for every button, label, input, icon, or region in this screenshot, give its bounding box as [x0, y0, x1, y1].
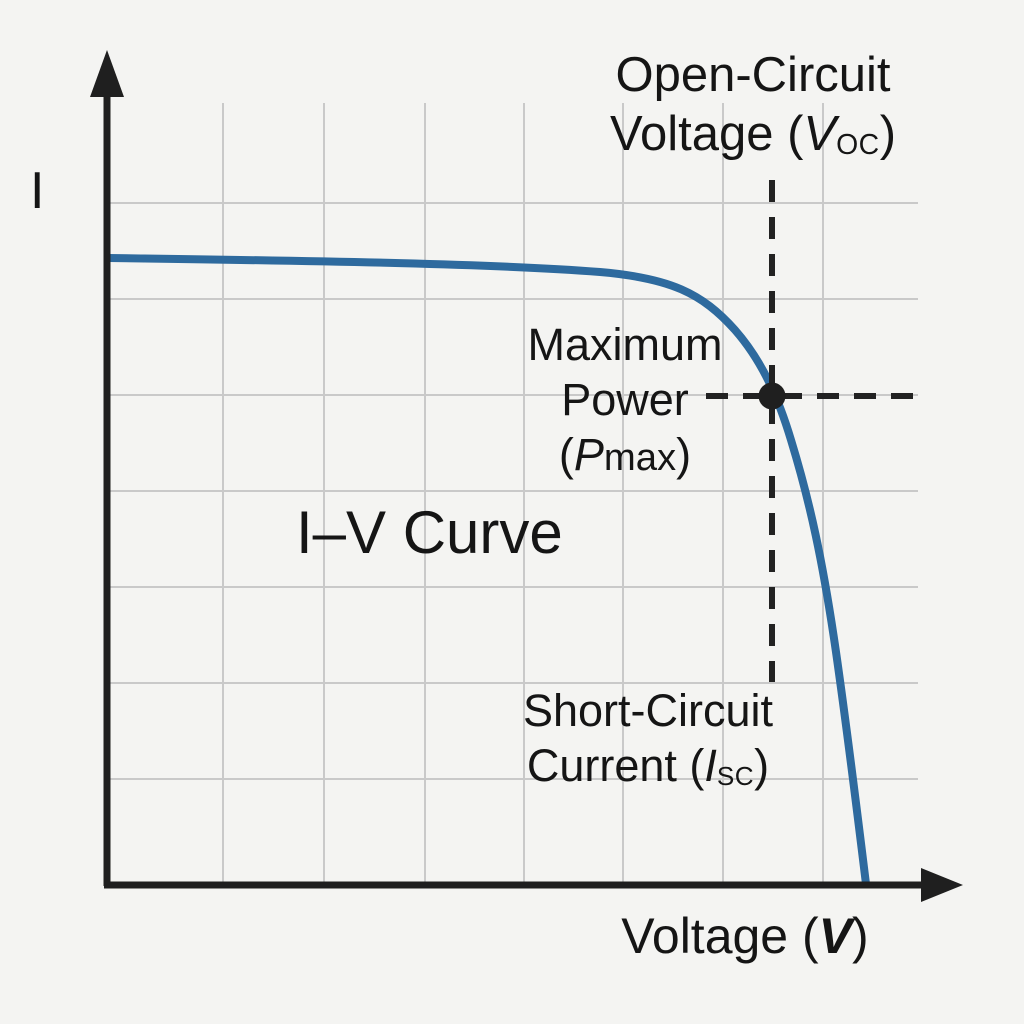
x-axis-arrowhead-icon	[921, 868, 963, 902]
isc-subscript: SC	[716, 761, 755, 792]
voc-suffix: )	[879, 106, 897, 161]
max-power-point-marker	[758, 382, 786, 410]
pmax-suffix-text: max	[603, 435, 677, 479]
x-axis-label: Voltage (V)	[595, 906, 895, 967]
open-circuit-voltage-line2: Voltage (VOC)	[553, 105, 953, 164]
maximum-power-line2: Power	[561, 373, 689, 425]
isc-prefix: Current (	[526, 739, 705, 791]
voc-prefix: Voltage (	[609, 106, 804, 161]
pmax-symbol: P	[573, 428, 604, 480]
iv-curve-line	[105, 254, 870, 888]
grid-lines	[109, 103, 918, 883]
maximum-power-line1: Maximum	[527, 319, 723, 370]
maximum-power-label: Maximum Power (Pmax)	[465, 318, 785, 483]
short-circuit-line2: Current (ISC)	[468, 739, 828, 794]
curve-title-label: I–V Curve	[296, 499, 563, 566]
short-circuit-line1: Short-Circuit	[522, 685, 774, 736]
pmax-close-paren: )	[676, 428, 692, 480]
x-axis-label-suffix: )	[852, 908, 869, 964]
isc-symbol: I	[704, 739, 717, 791]
x-axis-label-prefix: Voltage (	[621, 908, 819, 964]
open-circuit-voltage-label: Open-Circuit Voltage (VOC)	[553, 46, 953, 164]
pmax-open-paren: (	[558, 428, 574, 480]
y-axis-arrowhead-icon	[90, 50, 124, 97]
short-circuit-current-label: Short-Circuit Current (ISC)	[468, 684, 828, 794]
voc-symbol: V	[803, 106, 837, 161]
isc-suffix: )	[754, 739, 770, 791]
y-axis-label: I	[30, 162, 45, 220]
maximum-power-line3: (Pmax)	[465, 428, 785, 483]
open-circuit-voltage-line1: Open-Circuit	[615, 48, 891, 102]
voc-subscript: OC	[836, 129, 880, 162]
x-axis-label-symbol: V	[818, 908, 853, 964]
